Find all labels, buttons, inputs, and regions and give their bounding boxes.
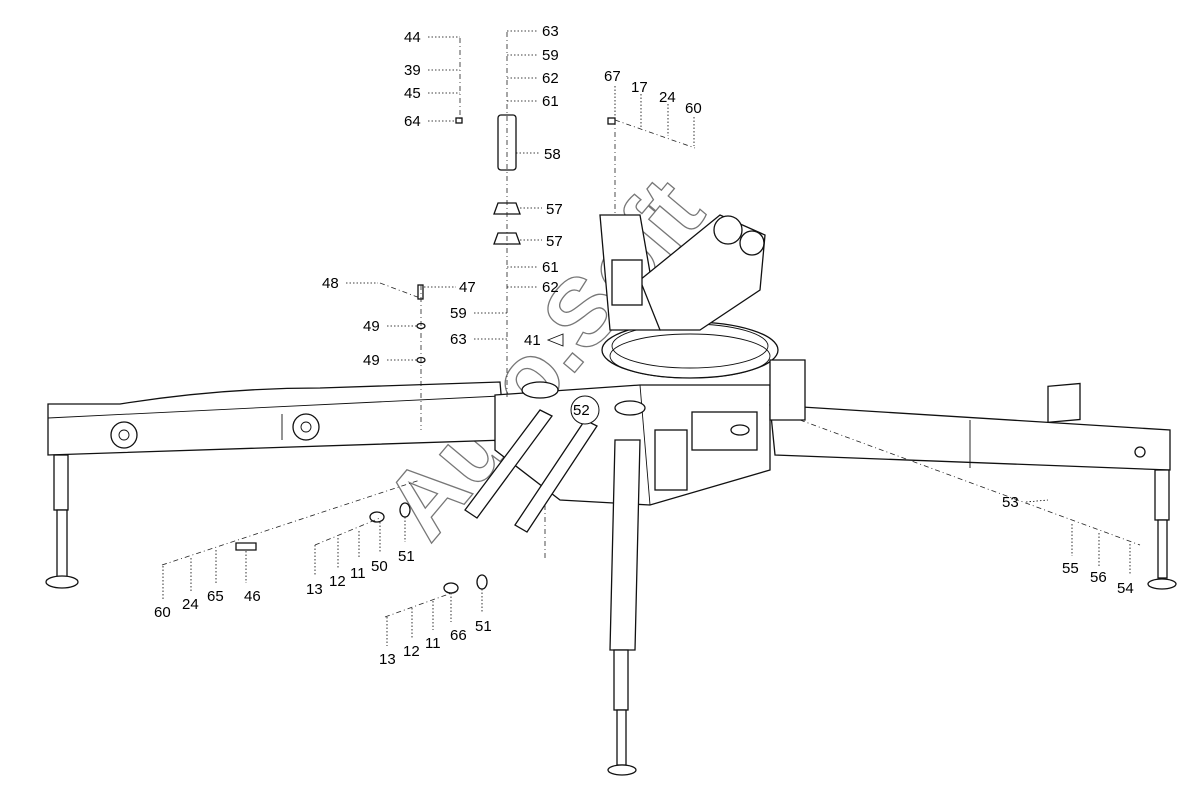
callout-24-top: 24 bbox=[659, 89, 676, 106]
callout-24-left: 24 bbox=[182, 596, 199, 613]
callout-47: 47 bbox=[459, 279, 476, 296]
crane-chassis-drawing bbox=[45, 32, 1177, 776]
callout-52: 52 bbox=[573, 402, 590, 419]
callout-66: 66 bbox=[450, 627, 467, 644]
callout-59-top: 59 bbox=[542, 47, 559, 64]
callout-61-top: 61 bbox=[542, 93, 559, 110]
callout-55: 55 bbox=[1062, 560, 1079, 577]
callout-60-top: 60 bbox=[685, 100, 702, 117]
callout-67: 67 bbox=[604, 68, 621, 85]
callout-44: 44 bbox=[404, 29, 421, 46]
callout-54: 54 bbox=[1117, 580, 1134, 597]
callout-39: 39 bbox=[404, 62, 421, 79]
callout-62-bottom: 62 bbox=[542, 279, 559, 296]
callout-45: 45 bbox=[404, 85, 421, 102]
callout-61-bottom: 61 bbox=[542, 259, 559, 276]
callout-51-lower: 51 bbox=[475, 618, 492, 635]
callout-17: 17 bbox=[631, 79, 648, 96]
callout-59-bottom: 59 bbox=[450, 305, 467, 322]
callout-12-lower: 12 bbox=[403, 643, 420, 660]
callout-13-lower: 13 bbox=[379, 651, 396, 668]
callout-64: 64 bbox=[404, 113, 421, 130]
callout-60-left: 60 bbox=[154, 604, 171, 621]
callout-46: 46 bbox=[244, 588, 261, 605]
callout-57-upper: 57 bbox=[546, 201, 563, 218]
callout-48: 48 bbox=[322, 275, 339, 292]
callout-63-top: 63 bbox=[542, 23, 559, 40]
callout-11-upper: 11 bbox=[350, 565, 366, 582]
callout-53: 53 bbox=[1002, 494, 1019, 511]
callout-56: 56 bbox=[1090, 569, 1107, 586]
callout-12-upper: 12 bbox=[329, 573, 346, 590]
callout-63-bottom: 63 bbox=[450, 331, 467, 348]
callout-65: 65 bbox=[207, 588, 224, 605]
callout-57-lower: 57 bbox=[546, 233, 563, 250]
callout-13-upper: 13 bbox=[306, 581, 323, 598]
callouts: 44 39 45 64 63 59 62 61 58 57 57 61 62 5… bbox=[154, 23, 1134, 668]
callout-58: 58 bbox=[544, 146, 561, 163]
callout-51-upper: 51 bbox=[398, 548, 415, 565]
callout-50: 50 bbox=[371, 558, 388, 575]
callout-62-top: 62 bbox=[542, 70, 559, 87]
callout-11-lower: 11 bbox=[425, 635, 441, 652]
callout-41: 41 bbox=[524, 332, 541, 349]
callout-49-lower: 49 bbox=[363, 352, 380, 369]
callout-49-upper: 49 bbox=[363, 318, 380, 335]
